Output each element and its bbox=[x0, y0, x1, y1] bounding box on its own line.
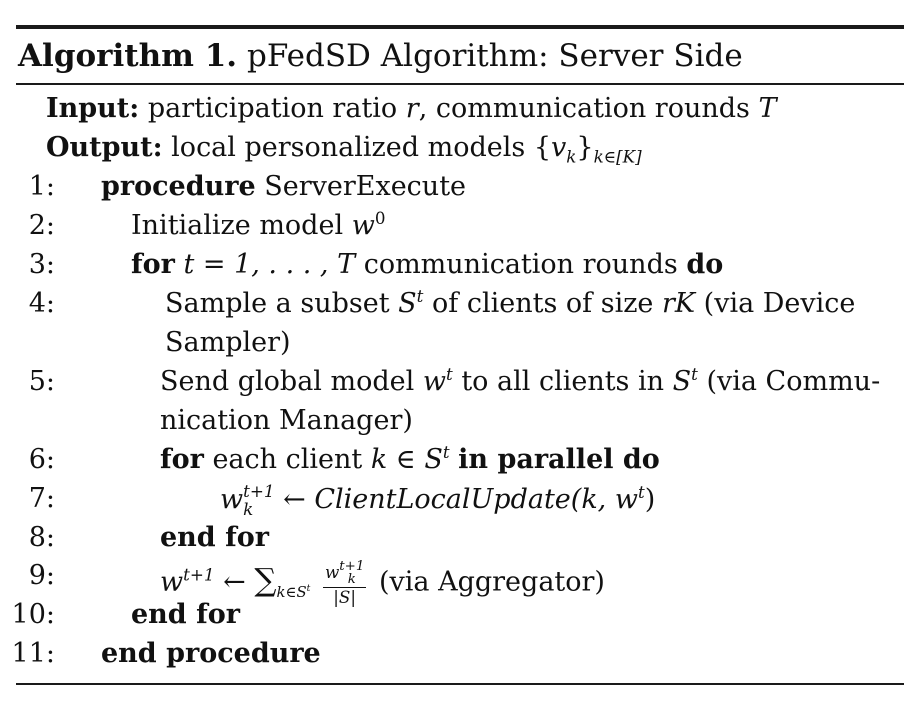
end-for-keyword: end for bbox=[160, 522, 269, 553]
var-w: w bbox=[160, 566, 184, 598]
sum-index-superscript: t bbox=[306, 583, 311, 595]
var-rk: rK bbox=[662, 288, 696, 319]
algorithm-box: Algorithm 1. pFedSD Algorithm: Server Si… bbox=[16, 25, 904, 85]
superscript: t+1 bbox=[243, 481, 275, 501]
input-var-t: T bbox=[758, 93, 777, 124]
var-w: w bbox=[422, 366, 446, 397]
step-text: each client bbox=[212, 444, 363, 475]
superscript-t: t bbox=[445, 364, 453, 384]
output-index: k∈[K] bbox=[593, 146, 642, 167]
input-line: Input: participation ratio r, communicat… bbox=[46, 93, 776, 124]
line-number: 5: bbox=[28, 366, 55, 397]
args-superscript: t bbox=[637, 482, 645, 503]
step-text-c: (via Commu- bbox=[706, 366, 881, 397]
algorithm-name: pFedSD Algorithm: Server Side bbox=[246, 38, 743, 74]
numerator-sup: t+1 bbox=[339, 559, 365, 574]
line-number: 11: bbox=[11, 638, 55, 669]
superscript: 0 bbox=[374, 208, 386, 228]
top-rule bbox=[16, 25, 904, 29]
line-number: 2: bbox=[28, 210, 55, 241]
input-var-r: r bbox=[405, 93, 419, 124]
superscript-t: t bbox=[416, 286, 424, 306]
procedure-keyword: procedure bbox=[101, 171, 256, 202]
output-keyword: Output: bbox=[46, 132, 163, 163]
line-number: 3: bbox=[28, 249, 55, 280]
step-text-b: of clients of size bbox=[432, 288, 654, 319]
sum-index: k∈S bbox=[276, 582, 307, 601]
numerator-w: w bbox=[324, 561, 340, 582]
for-keyword: for bbox=[160, 444, 204, 475]
line-number: 7: bbox=[28, 483, 55, 514]
step-text-a: Send global model bbox=[160, 366, 415, 397]
loop-range: t = 1, . . . , T bbox=[183, 249, 356, 280]
bottom-rule bbox=[16, 683, 904, 685]
line-number: 8: bbox=[28, 522, 55, 553]
subscript-k: k bbox=[243, 498, 254, 519]
sum-symbol: ∑ bbox=[254, 562, 277, 599]
assign-arrow: ← bbox=[283, 484, 306, 516]
step-text-b: to all clients in bbox=[461, 366, 665, 397]
step-text-a: Sample a subset bbox=[165, 288, 390, 319]
line-number: 10: bbox=[11, 599, 55, 630]
function-args: (k, w bbox=[570, 484, 638, 516]
step-text: communication rounds bbox=[363, 249, 678, 280]
superscript: t+1 bbox=[183, 564, 215, 585]
function-name: ClientLocalUpdate bbox=[314, 484, 571, 516]
do-keyword: do bbox=[686, 249, 724, 280]
title-rule bbox=[16, 83, 904, 85]
for-keyword: for bbox=[131, 249, 175, 280]
output-line: Output: local personalized models {vk}k∈… bbox=[46, 132, 642, 167]
var-w: w bbox=[220, 484, 244, 516]
output-set-open: { bbox=[533, 132, 551, 163]
output-text: local personalized models bbox=[171, 132, 526, 163]
membership: k ∈ S bbox=[370, 444, 443, 475]
var-w: w bbox=[351, 210, 375, 241]
var-s: S bbox=[672, 366, 692, 397]
algorithm-label: Algorithm 1. bbox=[18, 38, 238, 74]
superscript-t2: t bbox=[691, 364, 698, 384]
output-sub-k: k bbox=[566, 146, 577, 167]
end-for-keyword: end for bbox=[131, 599, 240, 630]
numerator-sub: k bbox=[347, 572, 356, 588]
line-number: 4: bbox=[28, 288, 55, 319]
step-text-d: Sampler) bbox=[165, 327, 291, 358]
output-set-close: } bbox=[576, 132, 594, 163]
parallel-keyword: in parallel do bbox=[458, 444, 660, 475]
output-var-v: v bbox=[551, 132, 567, 163]
step-text: (via Aggregator) bbox=[378, 566, 605, 598]
line-number: 9: bbox=[28, 560, 55, 591]
input-text-a: participation ratio bbox=[147, 93, 398, 124]
input-keyword: Input: bbox=[46, 93, 140, 124]
assign-arrow: ← bbox=[223, 566, 246, 598]
line-number: 6: bbox=[28, 444, 55, 475]
step-text: Initialize model bbox=[131, 210, 344, 241]
fraction-denominator: |S| bbox=[333, 586, 357, 607]
step-text-c: (via Device bbox=[703, 288, 856, 319]
algorithm-title: Algorithm 1. pFedSD Algorithm: Server Si… bbox=[16, 29, 904, 83]
function-close: ) bbox=[644, 484, 656, 516]
line-number: 1: bbox=[28, 171, 55, 202]
var-s: S bbox=[398, 288, 417, 319]
step-text-d: nication Manager) bbox=[160, 405, 413, 436]
input-text-b: , communication rounds bbox=[418, 93, 750, 124]
end-procedure-keyword: end procedure bbox=[101, 638, 321, 669]
superscript-t: t bbox=[442, 442, 450, 462]
procedure-name: ServerExecute bbox=[264, 171, 467, 202]
